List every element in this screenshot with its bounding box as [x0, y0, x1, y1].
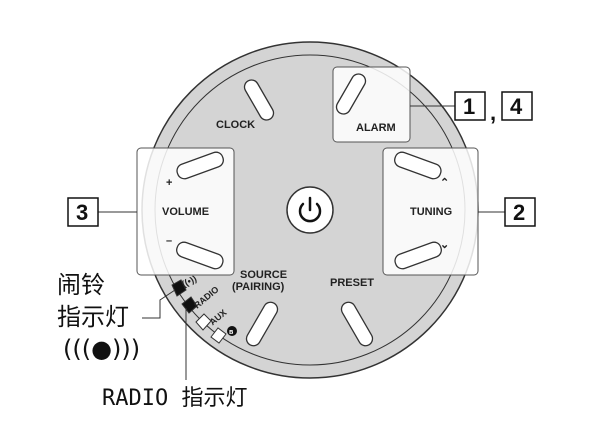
- power-button[interactable]: [286, 186, 334, 234]
- tuning-up-button[interactable]: [393, 150, 443, 181]
- volume-down-button[interactable]: [175, 240, 225, 271]
- indicator-strip: [171, 279, 227, 344]
- svg-text:3: 3: [76, 200, 88, 225]
- radio-indicator: [181, 296, 198, 314]
- svg-text:ʙ: ʙ: [229, 329, 234, 336]
- callout-2: 2: [504, 197, 536, 227]
- power-icon: [298, 196, 322, 223]
- volume-label: VOLUME: [162, 206, 209, 218]
- alarm-button[interactable]: [334, 71, 368, 116]
- preset-label: PRESET: [330, 277, 374, 289]
- svg-text:4: 4: [510, 94, 523, 119]
- pairing-label: (PAIRING): [232, 281, 285, 293]
- tuning-label: TUNING: [410, 206, 452, 218]
- clock-label: CLOCK: [216, 119, 255, 131]
- radio-indicator-annotation: RADIO 指示灯: [102, 386, 247, 411]
- clock-button[interactable]: [242, 77, 276, 122]
- aux-indicator: [195, 313, 212, 331]
- alarm-symbol-annotation: (((●))): [63, 335, 140, 363]
- volume-minus-label: –: [166, 235, 172, 247]
- callout-1: 1: [454, 91, 486, 121]
- bluetooth-indicator: [210, 327, 227, 344]
- bluetooth-icon: ʙ: [227, 326, 237, 336]
- alarm-indicator-annotation-line2: 指示灯: [57, 303, 129, 331]
- tuning-down-label: ⌄: [440, 239, 449, 251]
- tuning-down-button[interactable]: [393, 240, 443, 271]
- callout-comma: ,: [490, 100, 496, 125]
- callout-4: 4: [501, 91, 533, 121]
- source-label: SOURCE: [240, 269, 287, 281]
- callout-3: 3: [67, 197, 99, 227]
- tuning-up-label: ⌃: [440, 177, 449, 189]
- svg-text:1: 1: [463, 94, 475, 119]
- source-button[interactable]: [244, 300, 280, 349]
- volume-plus-label: +: [166, 177, 172, 189]
- svg-text:2: 2: [513, 200, 525, 225]
- alarm-indicator-annotation-line1: 闹铃: [57, 271, 105, 299]
- alarm-indicator: [171, 279, 187, 297]
- volume-up-button[interactable]: [175, 150, 225, 181]
- preset-button[interactable]: [339, 300, 375, 349]
- alarm-label: ALARM: [356, 122, 396, 134]
